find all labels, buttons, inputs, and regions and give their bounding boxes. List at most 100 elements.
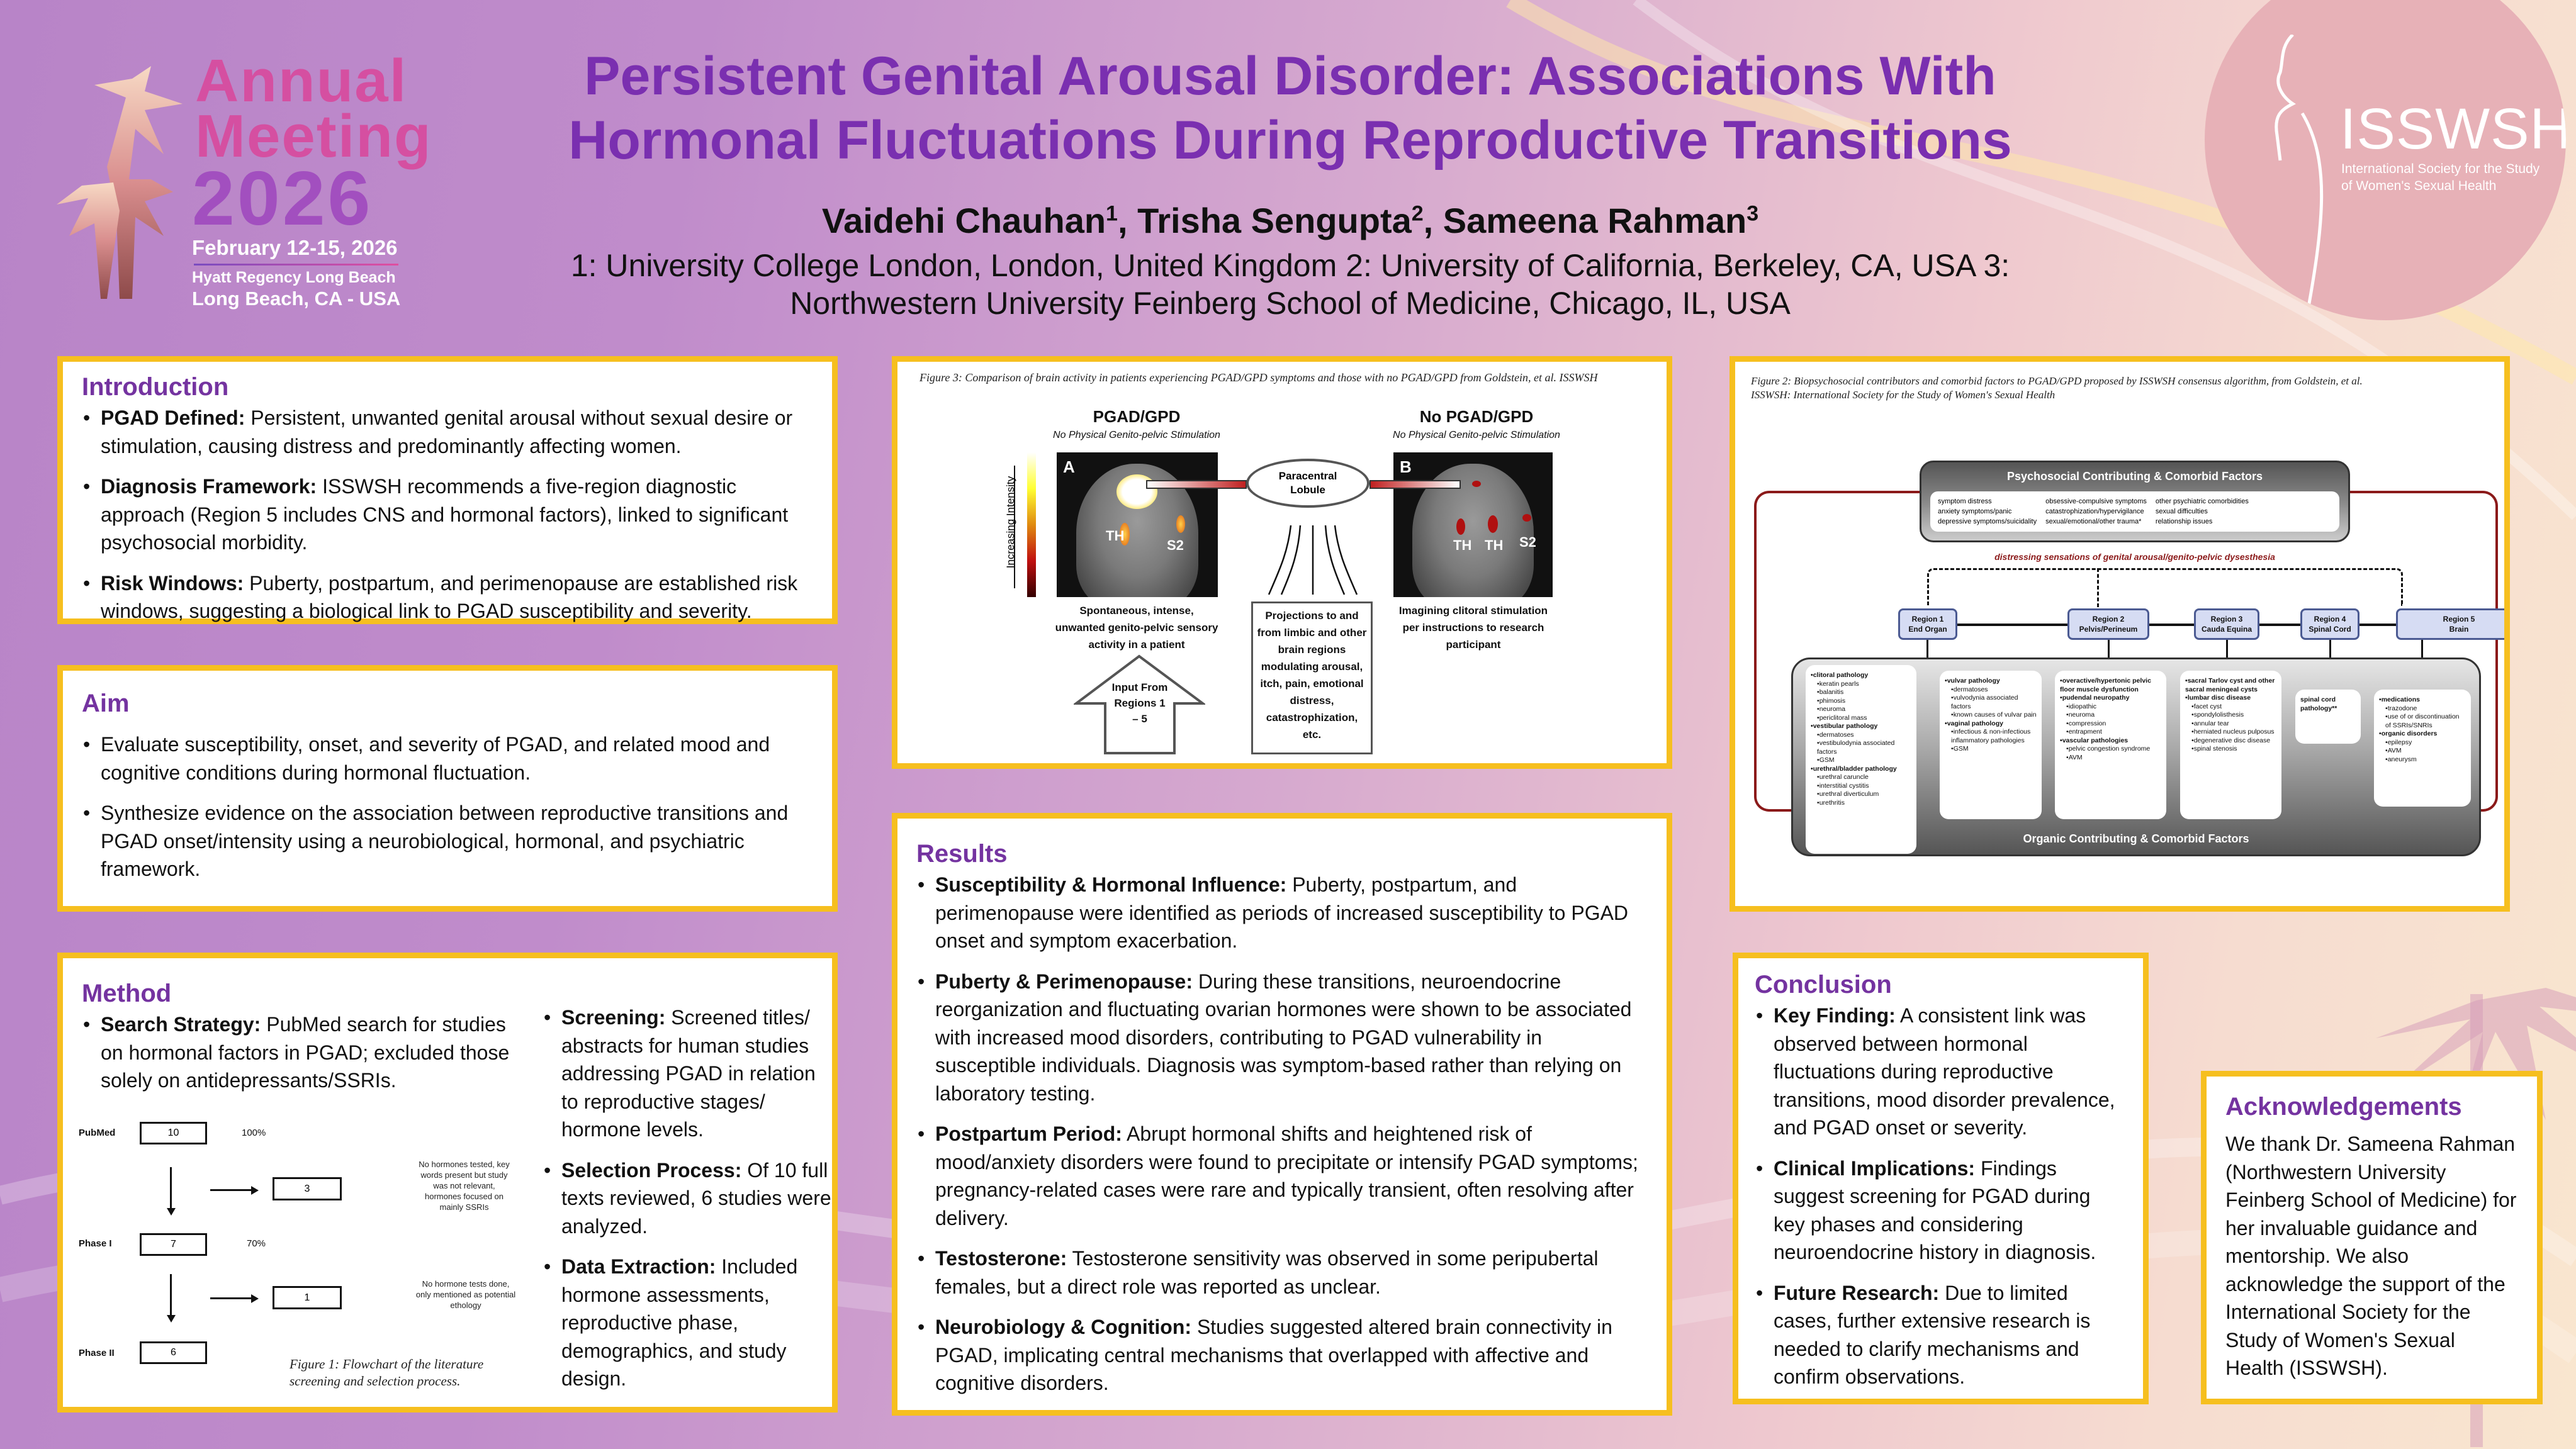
panel-a-label: A bbox=[1063, 457, 1075, 476]
bidirectional-arrows-icon bbox=[1268, 525, 1358, 595]
results-item: Susceptibility & Hormonal Influence: Pub… bbox=[916, 871, 1648, 955]
item-text: Included hormone assessments, reproducti… bbox=[561, 1255, 798, 1390]
isswsh-logo: ISSWSH International Society for the Stu… bbox=[2205, 0, 2566, 320]
item-lead: Susceptibility & Hormonal Influence: bbox=[935, 873, 1287, 896]
organic-factor: urethral diverticulum bbox=[1811, 790, 1911, 799]
item-lead: Future Research: bbox=[1774, 1281, 1940, 1304]
method-heading: Method bbox=[82, 980, 172, 1007]
woman-profile-icon bbox=[2275, 35, 2324, 320]
acknowledgements-panel: Acknowledgements We thank Dr. Sameena Ra… bbox=[2201, 1071, 2543, 1404]
organic-factor-column: vulvar pathologydermatosesvulvodynia ass… bbox=[1940, 671, 2042, 819]
region-name: Region 2 bbox=[2092, 615, 2125, 624]
item-text: During these transitions, neuroendocrine… bbox=[935, 970, 1632, 1105]
organic-factor: balanitis bbox=[1811, 688, 1911, 697]
aim-item: Evaluate susceptibility, onset, and seve… bbox=[82, 730, 813, 786]
item-lead: Testosterone: bbox=[935, 1247, 1067, 1270]
figure2-caption-line-2: ISSWSH: International Society for the St… bbox=[1751, 389, 2056, 401]
organic-factor: use of or discontinuation of SSRIs/SNRIs bbox=[2379, 713, 2466, 730]
conclusion-item: Clinical Implications: Findings suggest … bbox=[1755, 1155, 2127, 1267]
item-text: Testosterone sensitivity was observed in… bbox=[935, 1247, 1599, 1298]
method-panel: Method Search Strategy: PubMed search fo… bbox=[57, 953, 838, 1413]
organic-factor: sacral Tarlov cyst and other sacral meni… bbox=[2185, 677, 2276, 694]
affiliations-line-1: 1: University College London, London, Un… bbox=[570, 248, 2010, 283]
author-sup: 3 bbox=[1746, 201, 1759, 226]
method-item: Data Extraction: Included hormone assess… bbox=[543, 1253, 833, 1393]
organic-factor: compression bbox=[2060, 720, 2161, 729]
th-label: TH bbox=[1485, 537, 1504, 553]
acknowledgements-text: We thank Dr. Sameena Rahman (Northwester… bbox=[2225, 1133, 2517, 1379]
organic-factor: spondylolisthesis bbox=[2185, 711, 2276, 720]
organic-factor: entrapment bbox=[2060, 728, 2161, 737]
item-lead: Screening: bbox=[561, 1006, 666, 1029]
method-item: Search Strategy: PubMed search for studi… bbox=[82, 1010, 522, 1095]
item-lead: Data Extraction: bbox=[561, 1255, 716, 1278]
region-name: Region 4 bbox=[2314, 615, 2346, 624]
organic-factor: phimosis bbox=[1811, 697, 1911, 706]
organic-factor: overactive/hypertonic pelvic floor muscl… bbox=[2060, 677, 2161, 694]
intro-item: PGAD Defined: Persistent, unwanted genit… bbox=[82, 404, 813, 460]
item-lead: Search Strategy: bbox=[101, 1013, 261, 1036]
conclusion-item: Key Finding: A consistent link was obser… bbox=[1755, 1002, 2127, 1142]
aim-heading: Aim bbox=[82, 690, 130, 717]
organic-factor: pudendal neuropathy bbox=[2060, 694, 2161, 703]
region-desc: End Organ bbox=[1908, 625, 1947, 634]
organic-factor: periclitoral mass bbox=[1811, 714, 1911, 723]
intro-item: Risk Windows: Puberty, postpartum, and p… bbox=[82, 569, 813, 625]
intensity-colorbar bbox=[1027, 452, 1036, 597]
no-pgad-title: No PGAD/GPD bbox=[1419, 407, 1534, 426]
region-flow-arrow bbox=[1957, 624, 2398, 626]
organic-factor: trazodone bbox=[2379, 705, 2466, 713]
input-up-arrow-icon bbox=[1074, 654, 1205, 754]
organic-factor: facet cyst bbox=[2185, 703, 2276, 712]
figure1-caption: Figure 1: Flowchart of the literature sc… bbox=[290, 1357, 484, 1389]
isswsh-name: ISSWSH bbox=[2340, 97, 2566, 161]
organic-factor: urethritis bbox=[1811, 799, 1911, 808]
item-text: Abrupt hormonal shifts and heightened ri… bbox=[935, 1122, 1638, 1229]
organic-factor: vestibulodynia associated factors bbox=[1811, 739, 1911, 756]
region-desc: Pelvis/Perineum bbox=[2079, 625, 2138, 634]
organic-factor: AVM bbox=[2379, 747, 2466, 756]
logo-city: Long Beach, CA - USA bbox=[192, 288, 401, 310]
item-text: A consistent link was observed between h… bbox=[1774, 1004, 2115, 1139]
figure2-panel: Figure 2: Biopsychosocial contributors a… bbox=[1730, 356, 2510, 912]
acknowledgements-heading: Acknowledgements bbox=[2225, 1093, 2462, 1121]
right-arrow-icon bbox=[210, 1297, 252, 1299]
excluded-reason: No hormones tested, key words present bu… bbox=[419, 1160, 510, 1212]
stage-percent: 70% bbox=[247, 1238, 266, 1249]
organic-factor-column: medicationstrazodoneuse of or discontinu… bbox=[2374, 690, 2471, 807]
stage-label: Phase II bbox=[79, 1348, 115, 1358]
item-lead: Clinical Implications: bbox=[1774, 1156, 1976, 1180]
title-line-2: Hormonal Fluctuations During Reproductiv… bbox=[568, 110, 2012, 171]
palm-tree-logo-icon bbox=[57, 66, 183, 299]
item-text: Studies suggested altered brain connecti… bbox=[935, 1316, 1612, 1394]
organic-factor: lumbar disc disease bbox=[2185, 694, 2276, 703]
organic-factor-column: spinal cord pathology** bbox=[2295, 690, 2361, 744]
organic-factor: organic disorders bbox=[2379, 730, 2466, 739]
intro-item: Diagnosis Framework: ISSWSH recommends a… bbox=[82, 473, 813, 557]
pgad-title: PGAD/GPD bbox=[1093, 407, 1181, 426]
item-lead: Diagnosis Framework: bbox=[101, 475, 317, 498]
figure2-caption-line-1: Figure 2: Biopsychosocial contributors a… bbox=[1751, 375, 2363, 387]
factor: symptom distress bbox=[1938, 498, 1992, 505]
introduction-panel: Introduction PGAD Defined: Persistent, u… bbox=[57, 356, 838, 624]
authors: Vaidehi Chauhan1, Trisha Sengupta2, Same… bbox=[821, 201, 1759, 240]
down-arrow-icon bbox=[170, 1167, 172, 1209]
item-lead: Puberty & Perimenopause: bbox=[935, 970, 1193, 993]
item-text: Persistent, unwanted genital arousal wit… bbox=[101, 406, 793, 457]
method-item: Screening: Screened titles/ abstracts fo… bbox=[543, 1004, 833, 1144]
organic-factor: dermatoses bbox=[1811, 731, 1911, 740]
organic-factor-column: overactive/hypertonic pelvic floor muscl… bbox=[2055, 671, 2166, 819]
organic-factor: aneurysm bbox=[2379, 756, 2466, 764]
s2-label: S2 bbox=[1167, 537, 1184, 553]
figure2-caption: Figure 2: Biopsychosocial contributors a… bbox=[1751, 374, 2494, 402]
factor: catastrophization/hypervigilance bbox=[2045, 508, 2144, 515]
organic-factor-column: clitoral pathologykeratin pearlsbalaniti… bbox=[1806, 665, 1916, 854]
stage-percent: 100% bbox=[242, 1127, 266, 1138]
logo-divider bbox=[194, 264, 398, 266]
results-item: Testosterone: Testosterone sensitivity w… bbox=[916, 1245, 1648, 1301]
region-desc: Spinal Cord bbox=[2309, 625, 2351, 634]
organic-title: Organic Contributing & Comorbid Factors bbox=[2023, 832, 2249, 845]
